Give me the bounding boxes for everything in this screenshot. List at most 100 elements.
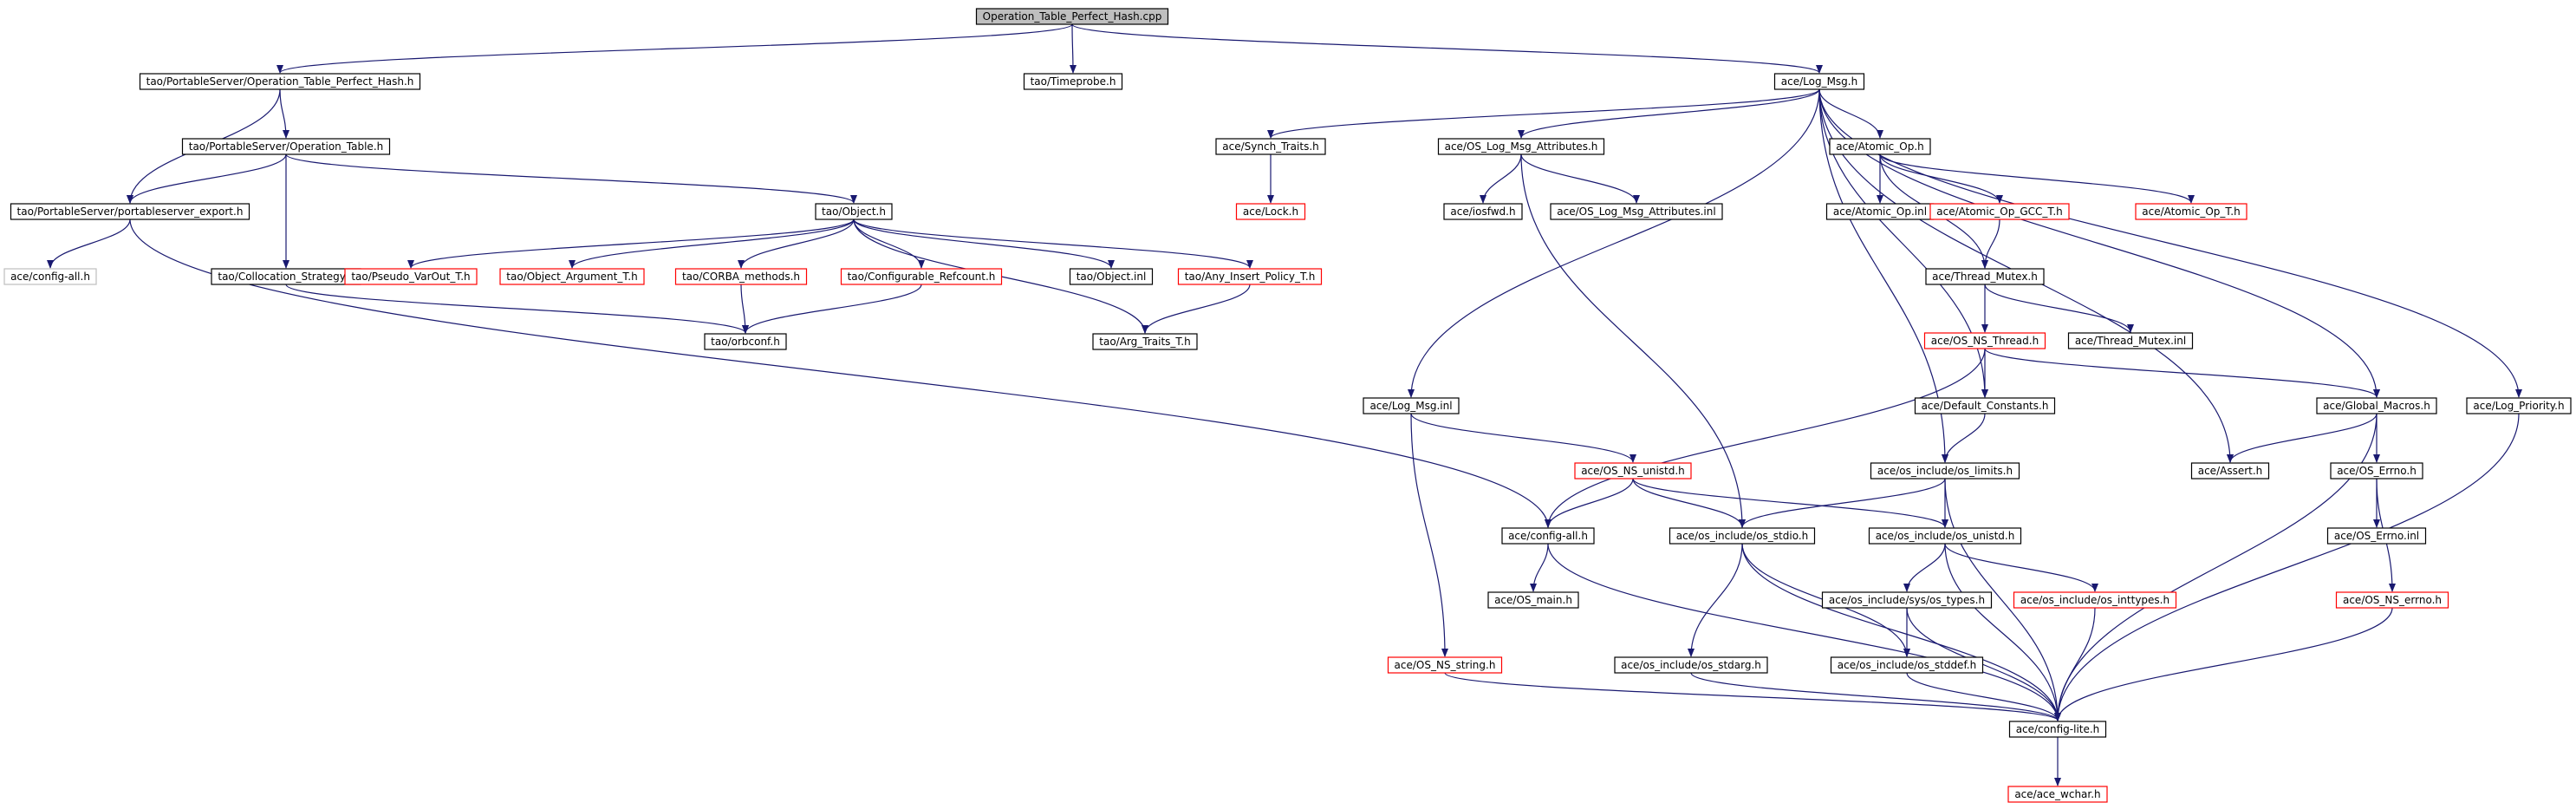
node-ace-atomic-op-t-h[interactable]: ace/Atomic_Op_T.h	[2135, 203, 2247, 220]
node-label: tao/Object.h	[822, 206, 886, 218]
node-label: ace/os_include/os_stdarg.h	[1621, 659, 1761, 671]
edge-os_ns_unistd-to-config_all	[1545, 478, 1634, 528]
edge-root-to-log_msg	[1071, 23, 1823, 74]
node-tao-arg-traits-t-h[interactable]: tao/Arg_Traits_T.h	[1092, 333, 1198, 350]
node-ace-os-include-os-stddef-h[interactable]: ace/os_include/os_stddef.h	[1830, 656, 1984, 674]
node-box	[2067, 332, 2194, 349]
edge-collocation-to-orbconf	[285, 284, 749, 334]
node-label: tao/PortableServer/Operation_Table.h	[189, 140, 383, 153]
node-box	[1550, 203, 1723, 220]
node-ace-os-main-h[interactable]: ace/OS_main.h	[1487, 591, 1579, 609]
node-tao-corba-methods-h[interactable]: tao/CORBA_methods.h	[674, 268, 808, 285]
node-ace-os-include-os-stdarg-h[interactable]: ace/os_include/os_stdarg.h	[1614, 656, 1768, 674]
edge-config_all-to-os_main	[1530, 543, 1549, 592]
edge-thread_mutex-to-thread_mutex_inl	[1984, 284, 2134, 333]
node-box	[1363, 397, 1460, 414]
node-box	[2013, 591, 2177, 609]
edge-root-to-ps_opt_ph	[276, 23, 1073, 74]
node-box	[1829, 138, 1931, 155]
node-ace-thread-mutex-inl[interactable]: ace/Thread_Mutex.inl	[2067, 332, 2194, 349]
edge-ps_opt-to-ps_export	[127, 153, 287, 204]
node-label: ace/OS_Errno.inl	[2334, 530, 2419, 542]
node-ace-os-log-msg-attributes-h[interactable]: ace/OS_Log_Msg_Attributes.h	[1437, 138, 1605, 155]
edge-os_log_attr-to-iosfwd	[1480, 153, 1522, 204]
node-ace-os-ns-thread-h[interactable]: ace/OS_NS_Thread.h	[1923, 332, 2046, 349]
edge-layer	[47, 23, 2522, 786]
node-label: ace/ace_wchar.h	[2014, 788, 2100, 800]
edge-os_ns_string-to-config_lite	[1444, 672, 2061, 721]
node-ace-config-lite-h[interactable]: ace/config-lite.h	[2008, 721, 2107, 738]
node-box	[1487, 591, 1579, 609]
node-ace-os-ns-errno-h[interactable]: ace/OS_NS_errno.h	[2335, 591, 2449, 609]
edge-global_macros-to-assert_h	[2227, 413, 2378, 463]
edge-os_stddef-to-config_lite	[1906, 672, 2061, 721]
edge-os_ns_unistd-to-os_stdio	[1632, 478, 1746, 528]
node-ace-os-errno-inl[interactable]: ace/OS_Errno.inl	[2326, 527, 2427, 545]
node-label: tao/Arg_Traits_T.h	[1099, 336, 1190, 348]
node-tao-timeprobe-h[interactable]: tao/Timeprobe.h	[1023, 73, 1123, 90]
node-ace-atomic-op-inl[interactable]: ace/Atomic_Op.inl	[1825, 203, 1935, 220]
node-box	[1669, 527, 1816, 545]
node-ace-atomic-op-gcc-t-h[interactable]: ace/Atomic_Op_GCC_T.h	[1929, 203, 2070, 220]
node-tao-object-h[interactable]: tao/Object.h	[815, 203, 893, 220]
node-box	[2335, 591, 2449, 609]
node-ace-thread-mutex-h[interactable]: ace/Thread_Mutex.h	[1925, 268, 2045, 285]
node-label: tao/Object.inl	[1077, 271, 1147, 283]
node-tao-collocation-strategy-h[interactable]: tao/Collocation_Strategy.h	[211, 268, 361, 285]
node-ace-os-ns-unistd-h[interactable]: ace/OS_NS_unistd.h	[1574, 462, 1692, 480]
node-box	[1235, 203, 1306, 220]
node-ace-lock-h[interactable]: ace/Lock.h	[1235, 203, 1306, 220]
node-ace-synch-traits-h[interactable]: ace/Synch_Traits.h	[1215, 138, 1326, 155]
node-ace-log-msg-h[interactable]: ace/Log_Msg.h	[1773, 73, 1865, 90]
node-ace-os-log-msg-attributes-inl[interactable]: ace/OS_Log_Msg_Attributes.inl	[1550, 203, 1723, 220]
node-label: ace/Lock.h	[1243, 206, 1298, 218]
node-tao-pseudo-varout-t-h[interactable]: tao/Pseudo_VarOut_T.h	[344, 268, 478, 285]
edge-log_msg-to-synch_traits	[1267, 88, 1820, 139]
node-ace-log-msg-inl[interactable]: ace/Log_Msg.inl	[1363, 397, 1460, 414]
node-ace-os-include-os-inttypes-h[interactable]: ace/os_include/os_inttypes.h	[2013, 591, 2177, 609]
node-tao-portableserver-operation-table-perfect-hash-h[interactable]: tao/PortableServer/Operation_Table_Perfe…	[139, 73, 421, 90]
node-ace-default-constants-h[interactable]: ace/Default_Constants.h	[1914, 397, 2056, 414]
edge-configurable_refcount-to-orbconf	[742, 284, 922, 334]
node-ace-log-priority-h[interactable]: ace/Log_Priority.h	[2466, 397, 2572, 414]
node-ace-os-include-os-stdio-h[interactable]: ace/os_include/os_stdio.h	[1669, 527, 1816, 545]
node-label: ace/Synch_Traits.h	[1222, 140, 1318, 153]
node-tao-object-argument-t-h[interactable]: tao/Object_Argument_T.h	[499, 268, 645, 285]
edge-ps_opt-to-object_h	[285, 153, 857, 204]
node-box	[3, 268, 97, 285]
node-tao-configurable-refcount-h[interactable]: tao/Configurable_Refcount.h	[840, 268, 1003, 285]
node-box	[975, 8, 1169, 25]
node-ace-assert-h[interactable]: ace/Assert.h	[2190, 462, 2270, 480]
node-box	[1177, 268, 1323, 285]
node-box	[1387, 656, 1503, 674]
node-label: ace/OS_NS_Thread.h	[1931, 335, 2039, 347]
node-tao-orbconf-h[interactable]: tao/orbconf.h	[704, 333, 787, 350]
node-ace-os-include-os-unistd-h[interactable]: ace/os_include/os_unistd.h	[1868, 527, 2022, 545]
edge-os_limits-to-config_lite	[1944, 478, 2061, 721]
node-ace-config-all-h[interactable]: ace/config-all.h	[1501, 527, 1595, 545]
node-box	[1215, 138, 1326, 155]
node-ace-config-all-h: ace/config-all.h	[3, 268, 97, 285]
node-tao-any-insert-policy-t-h[interactable]: tao/Any_Insert_Policy_T.h	[1177, 268, 1323, 285]
node-ace-os-include-os-limits-h[interactable]: ace/os_include/os_limits.h	[1870, 462, 2020, 480]
node-ace-ace-wchar-h[interactable]: ace/ace_wchar.h	[2007, 786, 2108, 803]
node-ace-iosfwd-h[interactable]: ace/iosfwd.h	[1443, 203, 1523, 220]
node-tao-portableserver-operation-table-h[interactable]: tao/PortableServer/Operation_Table.h	[181, 138, 391, 155]
node-box	[704, 333, 787, 350]
node-tao-object-inl[interactable]: tao/Object.inl	[1069, 268, 1154, 285]
node-ace-atomic-op-h[interactable]: ace/Atomic_Op.h	[1829, 138, 1931, 155]
node-label: ace/config-lite.h	[2016, 723, 2100, 735]
node-ace-os-ns-string-h[interactable]: ace/OS_NS_string.h	[1387, 656, 1503, 674]
edge-log_msg-to-os_log_attr	[1518, 88, 1820, 139]
node-box	[1773, 73, 1865, 90]
edge-any_insert-to-arg_traits	[1142, 284, 1251, 334]
node-ace-os-include-sys-os-types-h[interactable]: ace/os_include/sys/os_types.h	[1821, 591, 1993, 609]
node-box	[2008, 721, 2107, 738]
node-tao-portableserver-portableserver-export-h[interactable]: tao/PortableServer/portableserver_export…	[10, 203, 250, 220]
node-ace-global-macros-h[interactable]: ace/Global_Macros.h	[2316, 397, 2437, 414]
edge-object_h-to-corba_methods	[738, 219, 855, 269]
node-operation-table-perfect-hash-cpp[interactable]: Operation_Table_Perfect_Hash.cpp	[975, 8, 1169, 25]
node-label: ace/Atomic_Op_GCC_T.h	[1936, 206, 2063, 218]
node-ace-os-errno-h[interactable]: ace/OS_Errno.h	[2330, 462, 2423, 480]
